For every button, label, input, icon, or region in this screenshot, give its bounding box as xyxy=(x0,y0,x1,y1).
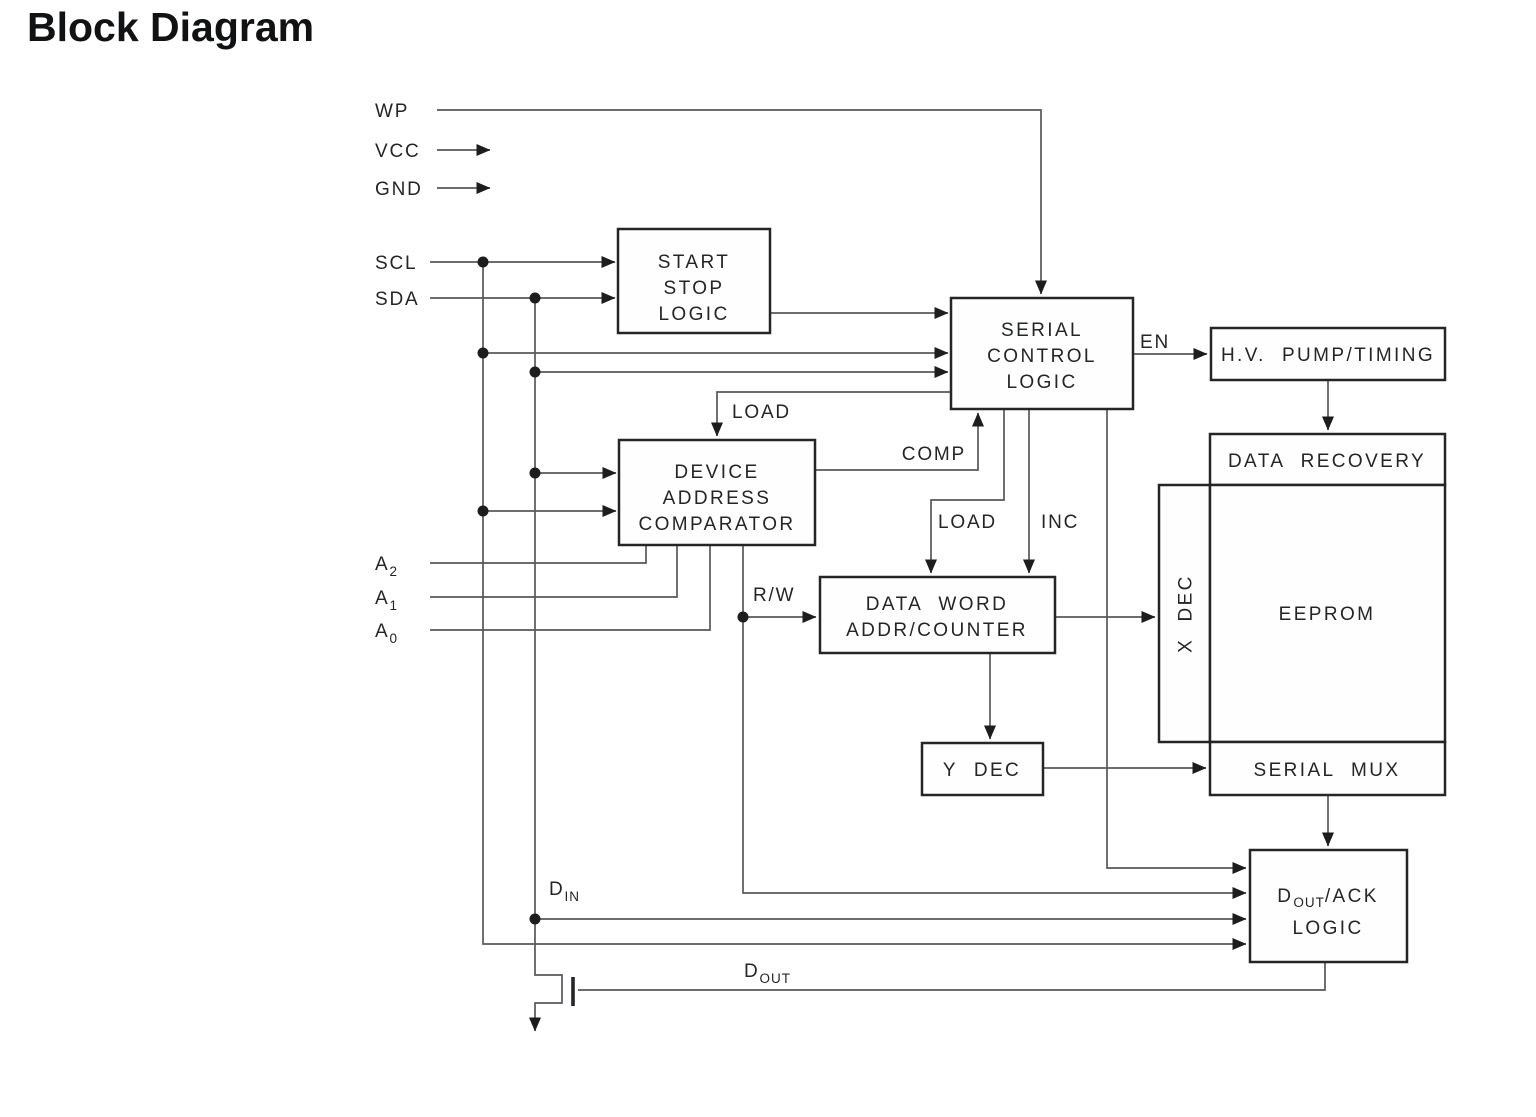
junction-dot xyxy=(477,347,489,359)
start-stop-logic-box xyxy=(616,227,772,335)
pin-label-sda: SDA xyxy=(375,289,419,310)
x-dec-label: X DEC xyxy=(1176,574,1197,653)
block-dout-ack-logic: DOUT/ACK LOGIC xyxy=(1248,848,1409,964)
block-data-word-addr-counter: DATA WORD ADDR/COUNTER xyxy=(818,575,1057,655)
signal-label-inc: INC xyxy=(1041,512,1079,533)
block-start-stop-logic: START STOP LOGIC xyxy=(616,227,772,335)
data-word-addr-counter-box xyxy=(818,575,1057,655)
signal-label-rw: R/W xyxy=(753,585,795,606)
junction-dots xyxy=(477,256,749,925)
data-recovery-label: DATA RECOVERY xyxy=(1228,451,1426,472)
serial-mux-label: SERIAL MUX xyxy=(1254,760,1401,781)
start-stop-logic-label: LOGIC xyxy=(658,304,729,325)
pin-label-a1: A1 xyxy=(375,588,398,613)
data-word-addr-counter-label: DATA WORD xyxy=(866,594,1008,615)
signal-labels: LOAD COMP LOAD INC EN R/W DIN DOUT xyxy=(549,332,1170,986)
start-stop-logic-label: STOP xyxy=(664,278,725,299)
data-word-addr-counter-label: ADDR/COUNTER xyxy=(846,620,1028,641)
signal-label-din: DIN xyxy=(549,879,580,904)
serial-control-logic-label: SERIAL xyxy=(1001,320,1083,341)
wire-comp xyxy=(815,412,984,471)
junction-dot xyxy=(477,505,489,517)
y-dec-label: Y DEC xyxy=(943,760,1021,781)
wire-load-upper xyxy=(711,391,951,437)
hv-pump-timing-label: H.V. PUMP/TIMING xyxy=(1221,345,1435,366)
junction-dot xyxy=(529,913,541,925)
wire-wp xyxy=(437,109,1047,295)
eeprom-label: EEPROM xyxy=(1279,604,1376,625)
serial-mux-box xyxy=(1208,740,1447,797)
block-hv-pump-timing: H.V. PUMP/TIMING xyxy=(1209,326,1447,382)
serial-control-logic-label: CONTROL xyxy=(987,346,1097,367)
block-serial-control-logic: SERIAL CONTROL LOGIC xyxy=(949,296,1135,411)
signal-label-dout: DOUT xyxy=(744,961,791,986)
wire-a2 xyxy=(430,546,647,564)
hv-pump-timing-box xyxy=(1209,326,1447,382)
junction-dot xyxy=(529,467,541,479)
wire-dout xyxy=(578,962,1326,991)
dout-ack-logic-box xyxy=(1248,848,1409,964)
wire-rw-to-dout-ack xyxy=(742,545,1247,899)
serial-control-logic-box xyxy=(949,296,1135,411)
serial-control-logic-label: LOGIC xyxy=(1006,372,1077,393)
junction-dot xyxy=(529,366,541,378)
junction-dot xyxy=(529,292,541,304)
pin-labels: WP VCC GND SCL SDA A2 A1 A0 xyxy=(375,101,423,646)
wire-a0 xyxy=(430,546,711,631)
eeprom-box xyxy=(1208,483,1447,744)
start-stop-logic-label: START xyxy=(658,252,731,273)
block-y-dec: Y DEC xyxy=(920,741,1045,797)
signal-label-comp: COMP xyxy=(902,444,966,465)
wire-sda-vertical xyxy=(529,298,563,1032)
signal-label-load-lower: LOAD xyxy=(938,512,997,533)
wire-serial-control-to-dout-ack xyxy=(1106,409,1247,874)
signal-label-en: EN xyxy=(1140,332,1170,353)
y-dec-box xyxy=(920,741,1045,797)
block-eeprom: EEPROM xyxy=(1208,483,1447,744)
wire-scl-vertical xyxy=(482,262,1247,950)
block-x-dec: X DEC xyxy=(1157,483,1212,744)
junction-dot xyxy=(477,256,489,268)
wire-load-lower xyxy=(925,409,1005,574)
block-device-address-comparator: DEVICE ADDRESS COMPARATOR xyxy=(617,438,817,547)
device-address-comparator-box xyxy=(617,438,817,547)
junction-dot xyxy=(737,611,749,623)
device-address-comparator-label: DEVICE xyxy=(674,462,759,483)
device-address-comparator-label: COMPARATOR xyxy=(638,514,795,535)
device-address-comparator-label: ADDRESS xyxy=(663,488,772,509)
signal-label-load-upper: LOAD xyxy=(732,402,791,423)
page-title: Block Diagram xyxy=(27,4,315,50)
data-recovery-box xyxy=(1208,432,1447,487)
wires xyxy=(430,109,1334,1032)
dout-ack-logic-label: LOGIC xyxy=(1292,918,1363,939)
dout-ack-logic-label: DOUT/ACK xyxy=(1277,886,1379,910)
pin-label-vcc: VCC xyxy=(375,141,421,162)
x-dec-box xyxy=(1157,483,1212,744)
block-serial-mux: SERIAL MUX xyxy=(1208,740,1447,797)
block-data-recovery: DATA RECOVERY xyxy=(1208,432,1447,487)
wire-a1 xyxy=(430,546,678,598)
pin-label-a2: A2 xyxy=(375,554,398,579)
pin-label-a0: A0 xyxy=(375,621,398,646)
pin-label-gnd: GND xyxy=(375,179,423,200)
pin-label-scl: SCL xyxy=(375,253,417,274)
pin-label-wp: WP xyxy=(375,101,409,122)
